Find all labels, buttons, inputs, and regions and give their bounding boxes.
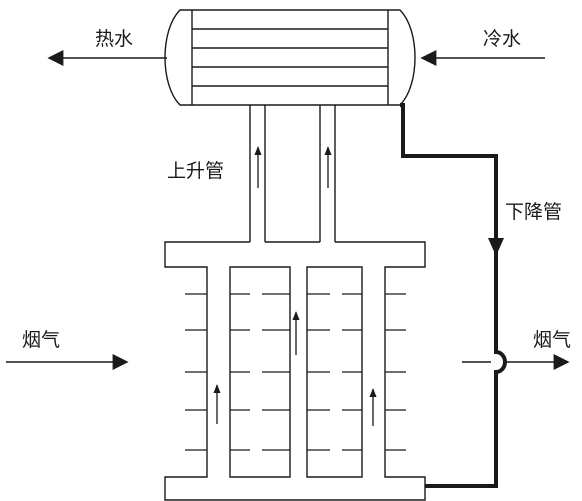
fins-tube-left [230, 293, 290, 451]
cold-water-label: 冷水 [483, 28, 521, 50]
downcomer-label: 下降管 [505, 201, 562, 223]
condenser-drum [164, 9, 416, 106]
downcomer-pipe [400, 103, 507, 488]
fins-right [385, 293, 406, 451]
hot-water-label: 热水 [95, 28, 133, 50]
flue-gas-in-label: 烟气 [22, 329, 60, 351]
downcomer-down-arrow [488, 238, 504, 256]
riser-pipe [249, 105, 336, 243]
evaporator-body [164, 241, 426, 501]
fins-tube-right [307, 293, 362, 451]
condenser-tubes [191, 10, 389, 105]
fins-left [185, 293, 207, 451]
riser-label: 上升管 [167, 160, 224, 182]
flue-gas-out-label: 烟气 [533, 329, 571, 351]
